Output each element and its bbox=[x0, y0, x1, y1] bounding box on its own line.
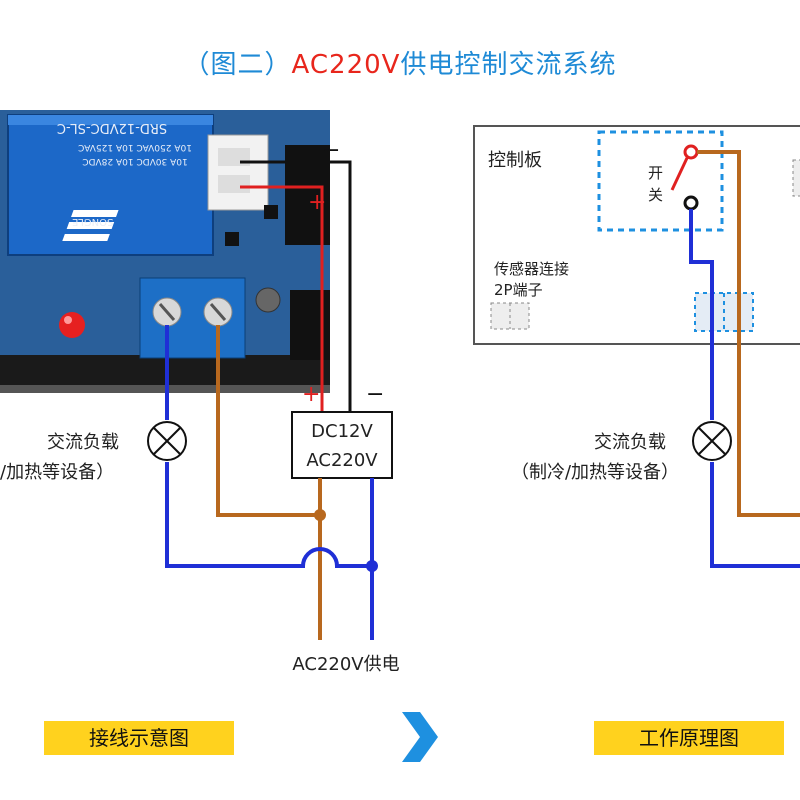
junction-brown bbox=[314, 509, 326, 521]
power-module-line2: AC220V bbox=[306, 450, 378, 471]
polarity-minus-bottom: − bbox=[366, 382, 385, 407]
diagram-title: （图二）AC220V供电控制交流系统 bbox=[0, 44, 800, 81]
relay-model-text: SRD-12VDC-SL-C bbox=[56, 120, 168, 135]
relay-rating-2: 10A 30VDC 10A 28VDC bbox=[82, 156, 188, 166]
supply-label: AC220V供电 bbox=[292, 654, 400, 675]
wire-right-blue-bottom bbox=[710, 462, 800, 568]
screw-terminal bbox=[139, 277, 246, 359]
polarity-plus-bottom: + bbox=[302, 382, 321, 407]
load-lamp-icon-left bbox=[147, 421, 187, 461]
junction-blue bbox=[366, 560, 378, 572]
white-connector bbox=[207, 134, 269, 211]
wire-right-brown bbox=[697, 150, 800, 517]
polarity-minus-top: − bbox=[322, 138, 341, 163]
sensor-terminal-icon bbox=[490, 302, 530, 330]
wire-blue-load-bottom bbox=[165, 462, 372, 568]
title-prefix: （图二） bbox=[183, 50, 292, 80]
principle-diagram-button[interactable]: 工作原理图 bbox=[594, 721, 784, 755]
wire-dc-negative bbox=[240, 160, 352, 412]
switch-label-1: 开 bbox=[648, 164, 664, 182]
sensor-label-1: 传感器连接 bbox=[494, 260, 570, 278]
left-load-label-2: /加热等设备） bbox=[0, 462, 115, 483]
right-load-label-2: （制冷/加热等设备） bbox=[510, 462, 680, 483]
polarity-plus-top: + bbox=[308, 190, 327, 215]
power-module-line1: DC12V bbox=[311, 421, 373, 442]
wire-brown-live bbox=[216, 325, 322, 640]
capacitor-icon bbox=[225, 205, 281, 313]
next-arrow-icon bbox=[402, 712, 438, 762]
right-load-label-1: 交流负载 bbox=[594, 432, 666, 453]
relay-block bbox=[7, 114, 214, 256]
power-module-box bbox=[291, 411, 393, 479]
led-indicator-icon bbox=[59, 312, 85, 338]
output-terminal-icon bbox=[694, 292, 754, 332]
relay-brand-text: SONGLE bbox=[72, 216, 114, 227]
load-lamp-icon-right bbox=[692, 421, 732, 461]
control-board-label: 控制板 bbox=[488, 150, 542, 171]
switch-label-2: 关 bbox=[648, 186, 664, 204]
title-accent: AC220V bbox=[291, 50, 401, 80]
side-terminal-icon bbox=[792, 159, 800, 197]
sensor-label-2: 2P端子 bbox=[494, 281, 543, 299]
wiring-diagram-button[interactable]: 接线示意图 bbox=[44, 721, 234, 755]
title-suffix: 供电控制交流系统 bbox=[400, 50, 617, 80]
wire-right-blue-top bbox=[689, 209, 714, 420]
wire-dc-positive bbox=[240, 185, 324, 412]
left-load-label-1: 交流负载 bbox=[47, 432, 119, 453]
songle-logo-icon bbox=[62, 210, 119, 241]
relay-rating-1: 10A 250VAC 10A 125VAC bbox=[78, 142, 192, 152]
